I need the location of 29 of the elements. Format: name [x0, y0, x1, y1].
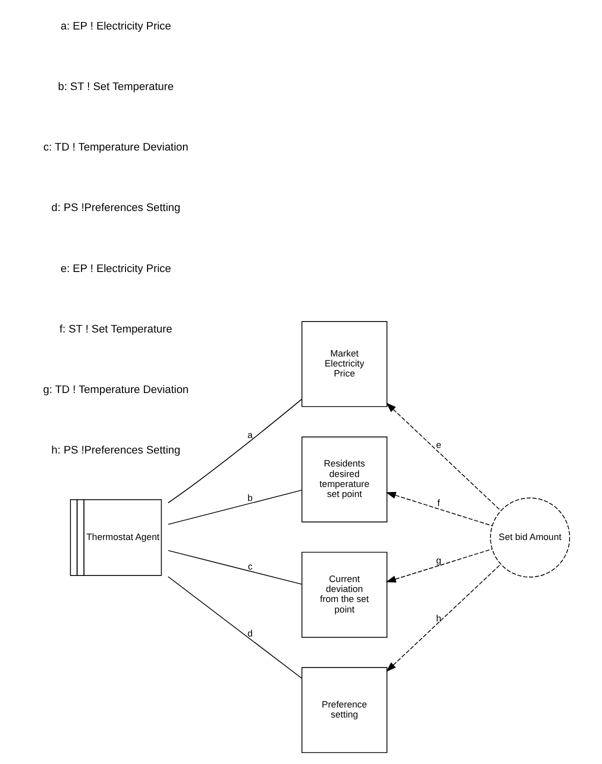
- edge-label: h: [436, 614, 441, 624]
- edge-label: a: [247, 430, 252, 440]
- edge-label: b: [247, 493, 252, 504]
- label: b: ST ! Set Temperature: [58, 81, 174, 93]
- connector: [167, 550, 302, 585]
- node-box: Preference setting: [301, 667, 387, 754]
- label: a: EP ! Electricity Price: [60, 20, 171, 32]
- label: f: ST ! Set Temperature: [59, 323, 172, 336]
- node-box: Residents desired temperature set point: [301, 436, 387, 522]
- edge-label: d: [247, 628, 252, 639]
- edge-label: f: [436, 498, 440, 508]
- arrow: [386, 564, 501, 672]
- node-box: Current deviation from the set point: [301, 552, 387, 638]
- node-box: Market Electricity Price: [301, 321, 387, 408]
- label: d: PS !Preferences Setting: [50, 202, 180, 214]
- label: g: TD ! Temperature Deviation: [42, 384, 188, 396]
- connector: [167, 576, 302, 679]
- label: c: TD ! Temperature Deviation: [42, 142, 188, 154]
- arrow: [385, 548, 492, 583]
- connector: [167, 490, 302, 525]
- label: e: EP ! Electricity Price: [60, 262, 171, 275]
- edge-label: g: [436, 555, 441, 566]
- edge-label: c: [247, 561, 252, 572]
- connector: [167, 398, 302, 504]
- node-circle: Set bid Amount: [490, 498, 570, 578]
- arrow: [385, 492, 492, 526]
- label: h: PS !Preferences Setting: [50, 444, 180, 457]
- arrow: [386, 402, 501, 512]
- edge-label: e: [436, 440, 441, 450]
